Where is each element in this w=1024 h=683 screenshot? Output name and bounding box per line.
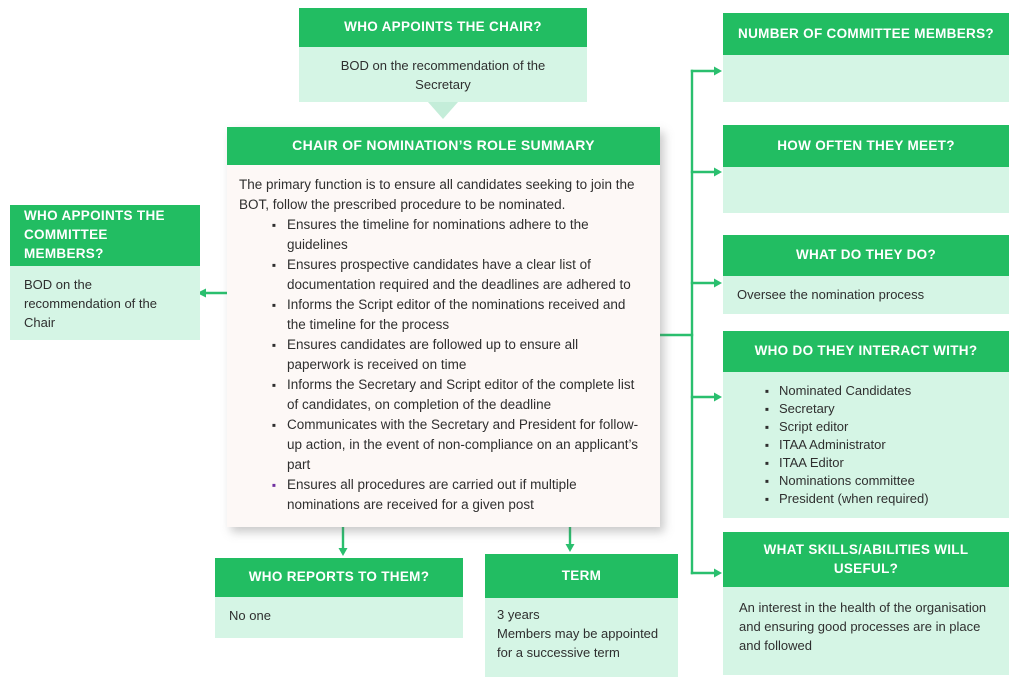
list-item: Nominated Candidates — [755, 382, 995, 400]
what-skills-body: An interest in the health of the organis… — [723, 587, 1009, 675]
list-item: Informs the Script editor of the nominat… — [261, 295, 644, 335]
number-of-members-body — [723, 55, 1009, 102]
who-appoints-members-title: WHO APPOINTS THE COMMITTEE MEMBERS? — [10, 205, 200, 266]
role-summary-body: The primary function is to ensure all ca… — [227, 165, 660, 527]
speech-tail — [428, 102, 458, 119]
list-item: President (when required) — [755, 490, 995, 508]
list-item: Informs the Secretary and Script editor … — [261, 375, 644, 415]
list-item: Ensures prospective candidates have a cl… — [261, 255, 644, 295]
term-title: TERM — [485, 554, 678, 598]
who-appoints-members-body: BOD on the recommendation of the Chair — [10, 266, 200, 340]
term-line-1: 3 years — [497, 607, 540, 622]
who-interact-with-title: WHO DO THEY INTERACT WITH? — [723, 331, 1009, 372]
who-reports-body: No one — [215, 597, 463, 638]
how-often-meet-box: HOW OFTEN THEY MEET? — [723, 125, 1009, 213]
who-reports-title: WHO REPORTS TO THEM? — [215, 558, 463, 597]
list-item: Script editor — [755, 418, 995, 436]
who-reports-box: WHO REPORTS TO THEM? No one — [215, 558, 463, 638]
list-item: Secretary — [755, 400, 995, 418]
what-do-they-do-box: WHAT DO THEY DO? Oversee the nomination … — [723, 235, 1009, 314]
how-often-meet-body — [723, 167, 1009, 213]
role-summary-box: CHAIR OF NOMINATION’S ROLE SUMMARY The p… — [227, 127, 660, 527]
list-item: ITAA Editor — [755, 454, 995, 472]
who-appoints-chair-box: WHO APPOINTS THE CHAIR? BOD on the recom… — [299, 8, 587, 102]
number-of-members-title: NUMBER OF COMMITTEE MEMBERS? — [723, 13, 1009, 55]
interact-with-list: Nominated Candidates Secretary Script ed… — [737, 382, 995, 508]
who-interact-with-box: WHO DO THEY INTERACT WITH? Nominated Can… — [723, 331, 1009, 518]
what-do-they-do-body: Oversee the nomination process — [723, 276, 1009, 314]
how-often-meet-title: HOW OFTEN THEY MEET? — [723, 125, 1009, 167]
what-do-they-do-title: WHAT DO THEY DO? — [723, 235, 1009, 276]
who-appoints-chair-title: WHO APPOINTS THE CHAIR? — [299, 8, 587, 47]
list-item: ITAA Administrator — [755, 436, 995, 454]
term-body: 3 years Members may be appointed for a s… — [485, 598, 678, 677]
number-of-members-box: NUMBER OF COMMITTEE MEMBERS? — [723, 13, 1009, 102]
who-interact-with-body: Nominated Candidates Secretary Script ed… — [723, 372, 1009, 518]
role-summary-bullet-list: Ensures the timeline for nominations adh… — [239, 215, 644, 515]
role-summary-intro: The primary function is to ensure all ca… — [239, 177, 635, 212]
list-item: Ensures the timeline for nominations adh… — [261, 215, 644, 255]
term-line-2: Members may be appointed for a successiv… — [497, 625, 659, 660]
list-item: Ensures candidates are followed up to en… — [261, 335, 644, 375]
what-skills-box: WHAT SKILLS/ABILITIES WILL USEFUL? An in… — [723, 532, 1009, 675]
what-skills-title: WHAT SKILLS/ABILITIES WILL USEFUL? — [723, 532, 1009, 587]
list-item: Nominations committee — [755, 472, 995, 490]
list-item: Communicates with the Secretary and Pres… — [261, 415, 644, 475]
term-box: TERM 3 years Members may be appointed fo… — [485, 554, 678, 677]
list-item-highlighted: Ensures all procedures are carried out i… — [261, 475, 644, 515]
who-appoints-chair-body: BOD on the recommendation of the Secreta… — [299, 47, 587, 102]
role-summary-title: CHAIR OF NOMINATION’S ROLE SUMMARY — [227, 127, 660, 165]
who-appoints-members-box: WHO APPOINTS THE COMMITTEE MEMBERS? BOD … — [10, 205, 200, 340]
